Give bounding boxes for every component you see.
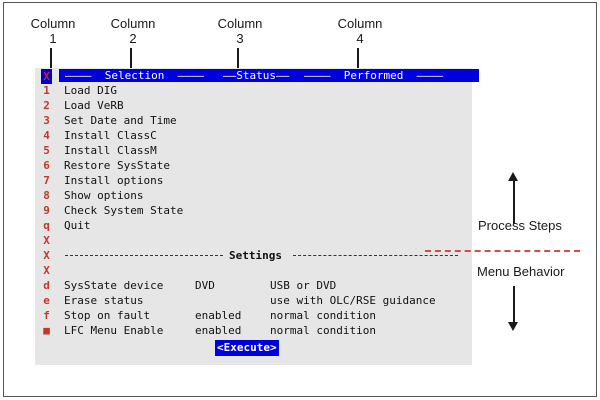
annotation-process-steps: Process Steps — [478, 218, 562, 233]
annotation-column-2-number: 2 — [129, 31, 137, 46]
menu-row-7[interactable]: 7 Install options — [35, 173, 163, 188]
annotation-column-4: Column 4 — [325, 16, 395, 46]
annotation-arrow-menu-behavior — [508, 286, 519, 332]
menu-row-8-selection: Show options — [64, 189, 144, 202]
menu-row-3-selection: Set Date and Time — [64, 114, 177, 127]
settings-row-2-performed: use with OLC/RSE guidance — [270, 294, 436, 307]
row-marker-divider: X — [43, 249, 50, 262]
menu-row-7-key[interactable]: 7 — [43, 174, 50, 187]
terminal-panel: X ———— Selection ———— ——Status—— ———— Pe… — [35, 68, 479, 365]
menu-row-11-key[interactable]: X — [43, 234, 50, 247]
menu-row-5-key[interactable]: 5 — [43, 144, 50, 157]
settings-rows: d SysState device DVD USB or DVD e Erase stat… — [35, 278, 435, 338]
menu-row-6-selection: Restore SysState — [64, 159, 170, 172]
settings-divider-label: Settings — [229, 249, 282, 262]
spacer-row-after-divider: X — [35, 263, 88, 278]
annotation-arrow-process-steps — [508, 172, 519, 224]
settings-row-4-key[interactable]: ■ — [43, 324, 50, 337]
settings-row-1-status: DVD — [195, 279, 215, 292]
annotation-column-1-label: Column — [30, 16, 76, 31]
menu-row-2-key[interactable]: 2 — [43, 99, 50, 112]
menu-row-1-selection: Load DIG — [64, 84, 117, 97]
menu-row-4-key[interactable]: 4 — [43, 129, 50, 142]
settings-row-1[interactable]: d SysState device DVD USB or DVD — [35, 278, 336, 293]
menu-row-11[interactable]: X — [35, 233, 88, 248]
settings-row-2-selection: Erase status — [64, 294, 144, 307]
column-header-bar: ———— Selection ———— ——Status—— ———— Perf… — [59, 69, 479, 82]
annotation-column-3: Column 3 — [205, 16, 275, 46]
menu-row-10[interactable]: q Quit — [35, 218, 91, 233]
menu-row-8[interactable]: 8 Show options — [35, 188, 143, 203]
row-marker-spacer: X — [43, 264, 50, 277]
divider-dash-left — [65, 255, 223, 256]
settings-row-1-selection: SysState device — [64, 279, 164, 292]
menu-row-10-key[interactable]: q — [43, 219, 50, 232]
menu-row-2[interactable]: 2 Load VeRB — [35, 98, 123, 113]
annotation-column-4-number: 4 — [356, 31, 364, 46]
menu-row-1[interactable]: 1 Load DIG — [35, 83, 117, 98]
annotation-column-2-label: Column — [110, 16, 156, 31]
annotation-menu-behavior: Menu Behavior — [477, 264, 565, 279]
settings-row-3-status: enabled — [195, 309, 242, 322]
menu-row-9-selection: Check System State — [64, 204, 184, 217]
menu-row-8-key[interactable]: 8 — [43, 189, 50, 202]
menu-row-10-selection: Quit — [64, 219, 91, 232]
settings-row-1-key[interactable]: d — [43, 279, 50, 292]
settings-divider-row: X Settings — [35, 248, 458, 263]
menu-row-6[interactable]: 6 Restore SysState — [35, 158, 170, 173]
annotation-column-1-number: 1 — [49, 31, 57, 46]
annotation-column-4-label: Column — [337, 16, 383, 31]
menu-row-4-selection: Install ClassC — [64, 129, 157, 142]
divider-dash-right — [293, 255, 458, 256]
annotation-column-2: Column 2 — [98, 16, 168, 46]
column-header-performed: ———— Performed ———— — [304, 69, 444, 82]
menu-row-1-key[interactable]: 1 — [43, 84, 50, 97]
settings-row-2-key[interactable]: e — [43, 294, 50, 307]
menu-row-7-selection: Install options — [64, 174, 164, 187]
menu-row-3-key[interactable]: 3 — [43, 114, 50, 127]
menu-row-4[interactable]: 4 Install ClassC — [35, 128, 157, 143]
row-marker-selected[interactable]: X — [41, 69, 52, 84]
settings-row-4-status: enabled — [195, 324, 242, 337]
menu-row-6-key[interactable]: 6 — [43, 159, 50, 172]
settings-row-3-key[interactable]: f — [43, 309, 50, 322]
terminal-header-row: X ———— Selection ———— ——Status—— ———— Pe… — [35, 68, 479, 84]
settings-row-4[interactable]: ■ LFC Menu Enable enabled normal condition — [35, 323, 376, 338]
settings-row-4-performed: normal condition — [270, 324, 376, 337]
settings-row-3[interactable]: f Stop on fault enabled normal condition — [35, 308, 376, 323]
menu-row-3[interactable]: 3 Set Date and Time — [35, 113, 176, 128]
column-header-selection: ———— Selection ———— — [65, 69, 205, 82]
menu-row-5[interactable]: 5 Install ClassM — [35, 143, 157, 158]
settings-row-4-selection: LFC Menu Enable — [64, 324, 164, 337]
annotation-column-3-number: 3 — [236, 31, 244, 46]
annotation-red-divider — [425, 250, 580, 252]
settings-row-1-performed: USB or DVD — [270, 279, 337, 292]
menu-row-2-selection: Load VeRB — [64, 99, 124, 112]
terminal-content: X ———— Selection ———— ——Status—— ———— Pe… — [35, 68, 479, 338]
annotation-column-3-label: Column — [217, 16, 263, 31]
settings-row-2[interactable]: e Erase status use with OLC/RSE guidance — [35, 293, 435, 308]
menu-row-9-key[interactable]: 9 — [43, 204, 50, 217]
menu-row-5-selection: Install ClassM — [64, 144, 157, 157]
settings-row-3-performed: normal condition — [270, 309, 376, 322]
settings-row-3-selection: Stop on fault — [64, 309, 151, 322]
column-header-status: ——Status—— — [223, 69, 290, 82]
menu-row-9[interactable]: 9 Check System State — [35, 203, 183, 218]
annotation-column-1: Column 1 — [18, 16, 88, 46]
execute-button[interactable]: <Execute> — [215, 340, 279, 356]
